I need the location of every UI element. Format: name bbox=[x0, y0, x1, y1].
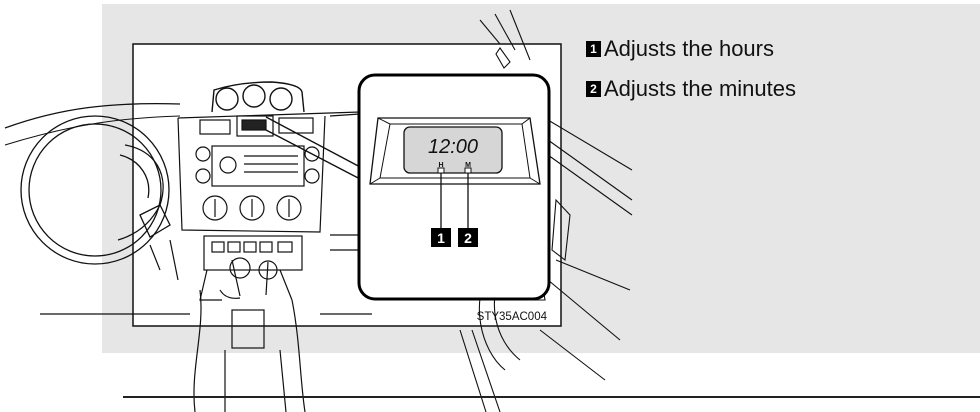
legend-number-1: 1 bbox=[586, 41, 601, 57]
hour-button[interactable] bbox=[438, 168, 444, 173]
callout-number-2: 2 bbox=[464, 230, 472, 246]
clock-zoom-panel: 12:00 H M 1 2 bbox=[359, 75, 549, 299]
horizontal-rule bbox=[123, 396, 980, 398]
legend-text-hours: Adjusts the hours bbox=[604, 36, 774, 62]
legend-item-hours: 1 Adjusts the hours bbox=[586, 35, 796, 63]
legend: 1 Adjusts the hours 2 Adjusts the minute… bbox=[586, 35, 796, 115]
legend-text-minutes: Adjusts the minutes bbox=[604, 76, 796, 102]
callout-number-1: 1 bbox=[437, 230, 445, 246]
legend-number-2: 2 bbox=[586, 81, 601, 97]
minute-button[interactable] bbox=[465, 168, 471, 173]
clock-time: 12:00 bbox=[428, 136, 478, 158]
legend-item-minutes: 2 Adjusts the minutes bbox=[586, 75, 796, 103]
figure-code: STY35AC004 bbox=[477, 311, 548, 323]
